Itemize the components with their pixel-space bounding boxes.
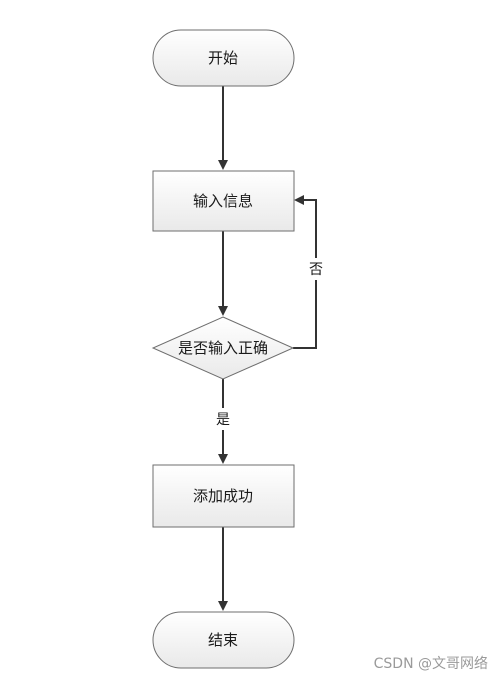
node-end: 结束	[152, 611, 295, 669]
node-check-label: 是否输入正确	[178, 339, 268, 357]
no-label-bg	[305, 258, 327, 280]
node-start-label: 开始	[208, 49, 238, 67]
node-start: 开始	[152, 29, 295, 87]
node-input: 输入信息	[152, 170, 295, 232]
node-add: 添加成功	[152, 464, 295, 528]
watermark-text: CSDN @文哥网络	[374, 656, 488, 672]
yes-label-bg	[212, 408, 234, 430]
node-check: 是否输入正确	[151, 316, 295, 380]
edge-label-yes: 是	[216, 412, 230, 428]
node-add-label: 添加成功	[193, 487, 253, 505]
edge-label-no: 否	[309, 262, 323, 278]
node-end-label: 结束	[208, 631, 238, 649]
node-input-label: 输入信息	[193, 192, 253, 210]
